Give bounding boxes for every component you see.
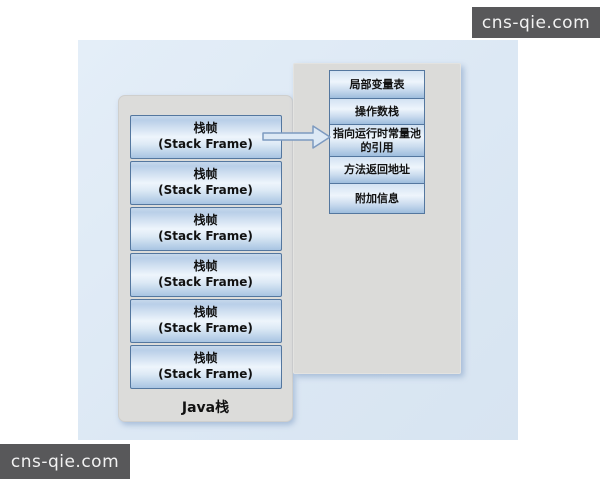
stack-frame-label-en: (Stack Frame) bbox=[158, 367, 253, 381]
stack-frame-label-cn: 栈帧 bbox=[193, 305, 218, 320]
watermark-top-right: cns-qie.com bbox=[472, 7, 600, 38]
stack-frame-label-en: (Stack Frame) bbox=[158, 229, 253, 243]
stack-frame-label-cn: 栈帧 bbox=[193, 213, 218, 228]
java-stack-title: Java栈 bbox=[181, 400, 230, 416]
stack-frame-5: 栈帧 (Stack Frame) bbox=[129, 299, 282, 343]
detail-operand-stack: 操作数栈 bbox=[329, 98, 425, 125]
stack-frame-label-cn: 栈帧 bbox=[193, 167, 218, 182]
watermark-text: cns-qie.com bbox=[10, 451, 120, 472]
stack-frame-label-en: (Stack Frame) bbox=[158, 137, 253, 151]
watermark-bottom-left: cns-qie.com bbox=[0, 444, 130, 479]
stack-frame-label-cn: 栈帧 bbox=[193, 351, 218, 366]
stack-frame-label-cn: 栈帧 bbox=[193, 121, 218, 136]
frame-detail-panel: 局部变量表 操作数栈 指向运行时常量池的引用 方法返回地址 附加信息 bbox=[293, 63, 461, 374]
detail-method-return-address: 方法返回地址 bbox=[329, 156, 425, 184]
detail-runtime-constant-pool-reference: 指向运行时常量池的引用 bbox=[329, 124, 425, 157]
stack-frame-label-en: (Stack Frame) bbox=[158, 183, 253, 197]
stack-frame-6: 栈帧 (Stack Frame) bbox=[129, 345, 282, 389]
right-block-arrow-icon bbox=[262, 125, 331, 149]
stack-frame-1: 栈帧 (Stack Frame) bbox=[129, 115, 282, 159]
stack-frame-label-en: (Stack Frame) bbox=[158, 275, 253, 289]
stack-frame-label-en: (Stack Frame) bbox=[158, 321, 253, 335]
stack-frame-4: 栈帧 (Stack Frame) bbox=[129, 253, 282, 297]
stack-frame-label-cn: 栈帧 bbox=[193, 259, 218, 274]
frame-expansion-arrow bbox=[262, 123, 332, 151]
stack-frame-2: 栈帧 (Stack Frame) bbox=[129, 161, 282, 205]
detail-local-variable-table: 局部变量表 bbox=[329, 70, 425, 99]
java-stack-container: 栈帧 (Stack Frame) 栈帧 (Stack Frame) 栈帧 (St… bbox=[118, 95, 293, 422]
stack-frame-3: 栈帧 (Stack Frame) bbox=[129, 207, 282, 251]
watermark-text: cns-qie.com bbox=[481, 12, 591, 33]
detail-additional-info: 附加信息 bbox=[329, 183, 425, 214]
